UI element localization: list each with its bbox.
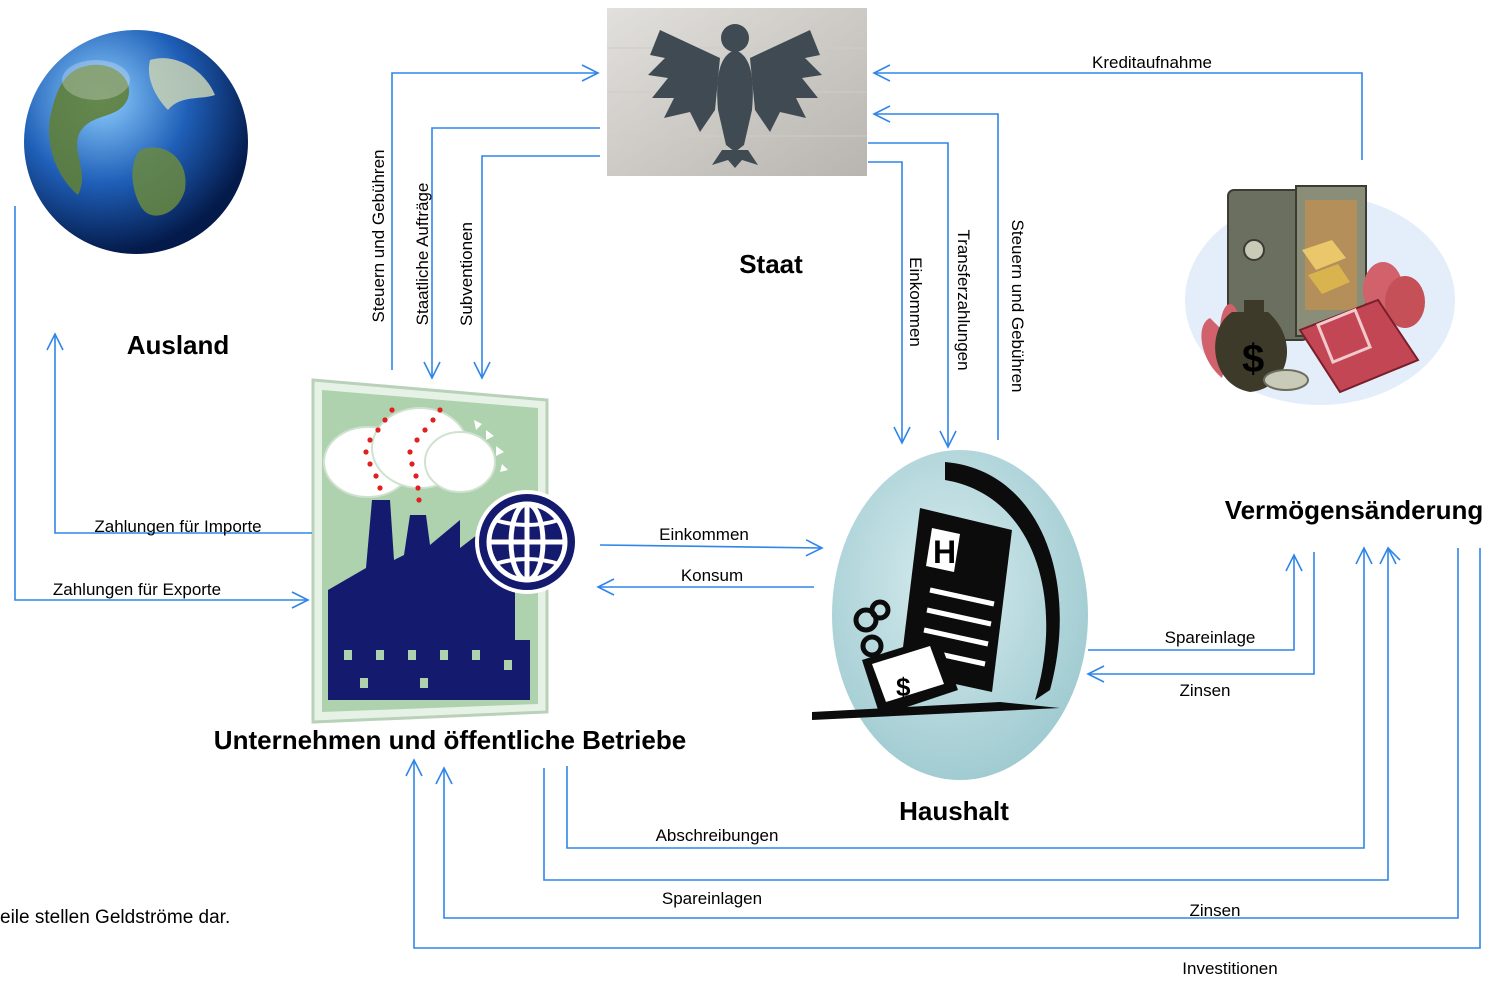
label-einkommen: Einkommen bbox=[659, 525, 749, 544]
node-haushalt-label: Haushalt bbox=[899, 796, 1009, 826]
label-spareinlage: Spareinlage bbox=[1165, 628, 1256, 647]
flow-spareinlage bbox=[1088, 553, 1303, 651]
flow-arrows bbox=[14, 64, 1481, 949]
svg-text:$: $ bbox=[1242, 337, 1264, 381]
flow-kreditaufnahme bbox=[872, 64, 1363, 160]
label-abschreibungen: Abschreibungen bbox=[656, 826, 779, 845]
label-zahlungen-importe: Zahlungen für Importe bbox=[94, 517, 261, 536]
label-kreditaufnahme: Kreditaufnahme bbox=[1092, 53, 1212, 72]
node-unternehmen-label: Unternehmen und öffentliche Betriebe bbox=[214, 725, 686, 755]
label-transferzahlungen: Transferzahlungen bbox=[954, 229, 973, 370]
factory-icon bbox=[311, 378, 579, 724]
globe-icon bbox=[24, 30, 248, 254]
flow-einkommen bbox=[599, 539, 824, 557]
label-subventionen: Subventionen bbox=[457, 222, 476, 326]
label-steuern-haushalt: Steuern und Gebühren bbox=[1008, 220, 1027, 393]
flow-zahlungen-importe bbox=[46, 332, 312, 534]
label-staatliche-auftraege: Staatliche Aufträge bbox=[413, 183, 432, 326]
flow-spareinlagen bbox=[543, 546, 1397, 881]
flow-einkommen-staat bbox=[868, 161, 911, 445]
flow-zinsen-unternehmen bbox=[435, 548, 1459, 919]
label-zinsen-haushalt: Zinsen bbox=[1179, 681, 1230, 700]
flow-staatliche-auftraege bbox=[423, 127, 600, 380]
label-spareinlagen: Spareinlagen bbox=[662, 889, 762, 908]
node-staat-label: Staat bbox=[739, 249, 803, 279]
flow-subventionen bbox=[473, 155, 600, 380]
flow-zahlungen-exporte bbox=[14, 206, 310, 609]
label-konsum: Konsum bbox=[681, 566, 743, 585]
svg-text:$: $ bbox=[896, 672, 911, 702]
node-ausland-label: Ausland bbox=[127, 330, 230, 360]
svg-text:H: H bbox=[933, 534, 956, 570]
flow-steuern-unternehmen bbox=[391, 64, 600, 370]
household-document-icon: H $ bbox=[812, 450, 1088, 780]
legend-note: eile stellen Geldströme dar. bbox=[0, 907, 230, 928]
flow-abschreibungen bbox=[566, 546, 1373, 849]
label-zinsen-unternehmen: Zinsen bbox=[1189, 901, 1240, 920]
label-investitionen: Investitionen bbox=[1182, 959, 1277, 978]
federal-eagle-icon bbox=[607, 8, 867, 176]
node-vermoegen-label: Vermögensänderung bbox=[1225, 495, 1484, 525]
label-einkommen-staat: Einkommen bbox=[906, 257, 925, 347]
label-steuern-unternehmen: Steuern und Gebühren bbox=[369, 150, 388, 323]
flow-zinsen-haushalt bbox=[1086, 552, 1315, 683]
flow-steuern-haushalt bbox=[872, 105, 999, 440]
flow-transferzahlungen bbox=[868, 142, 957, 449]
flow-spareinlagen-stub bbox=[1387, 547, 1401, 561]
label-zahlungen-exporte: Zahlungen für Exporte bbox=[53, 580, 221, 599]
flow-investitionen bbox=[405, 548, 1481, 949]
safe-money-icon: $ bbox=[1185, 185, 1455, 405]
